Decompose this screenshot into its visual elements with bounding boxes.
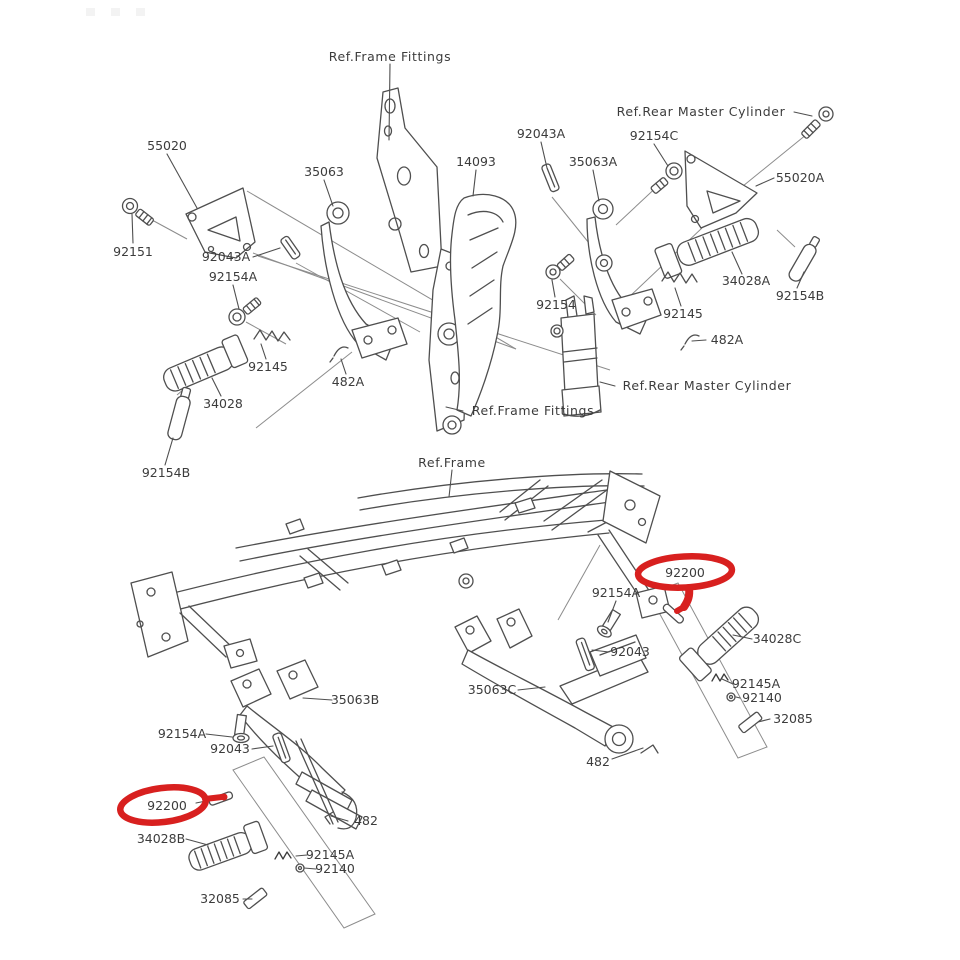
bolt-92154c-drawing [650, 162, 683, 194]
bolt-master-cylinder-drawing [801, 106, 834, 139]
label-92043a-top: 92043A [516, 125, 566, 141]
leader-lines [131, 63, 813, 900]
footpeg-34028a-drawing [654, 217, 760, 279]
label-ref-rear-master-cylinder-top: Ref.Rear Master Cylinder [616, 103, 786, 119]
bar-482-bottomleft-corner [324, 811, 334, 825]
label-92154a-bottomleft: 92154A [157, 725, 207, 741]
highlight-annotations [117, 553, 736, 826]
bolt-92154-drawing [545, 253, 575, 280]
pin-92043a-top-drawing [541, 163, 560, 193]
label-92154c: 92154C [629, 127, 679, 143]
label-92145-left: 92145 [248, 358, 288, 374]
label-482-center: 482 [586, 753, 610, 769]
bracket-35063a-drawing [586, 198, 662, 335]
clip-32085-bottomright-drawing [738, 711, 763, 734]
label-35063a: 35063A [568, 153, 618, 169]
frame-drawing [130, 470, 671, 669]
label-34028c: 34028C [752, 630, 802, 646]
label-35063b: 35063B [330, 691, 380, 707]
label-482a-right: 482A [710, 331, 744, 347]
clip-482a-left-drawing [329, 346, 349, 363]
scan-artifacts [86, 8, 145, 16]
bracket-35063c-drawing [454, 608, 649, 754]
label-92154a-right: 92154A [591, 584, 641, 600]
footpeg-34028-drawing [163, 334, 249, 392]
label-14093: 14093 [456, 153, 496, 169]
label-92154: 92154 [536, 296, 576, 312]
label-35063: 35063 [304, 163, 344, 179]
label-92140-bottomleft: 92140 [315, 860, 355, 876]
bracket-35063-drawing [320, 201, 408, 361]
pin-92154b-left-drawing [167, 386, 192, 441]
pin-92043a-left-drawing [280, 235, 301, 260]
label-92145a-bottomleft: 92145A [305, 846, 355, 862]
label-92154a-left: 92154A [208, 268, 258, 284]
label-55020a: 55020A [775, 169, 825, 185]
bolt-92154a-left-drawing [228, 297, 262, 326]
label-34028: 34028 [203, 395, 243, 411]
bracket-35063b-drawing [230, 659, 363, 830]
label-ref-frame-fittings-mid: Ref.Frame Fittings [471, 402, 595, 418]
frame-fitting-plate-drawing [376, 87, 443, 273]
label-92140-right: 92140 [742, 689, 782, 705]
footpeg-34028c-drawing [678, 606, 760, 682]
label-ref-rear-master-cylinder-mid: Ref.Rear Master Cylinder [622, 377, 792, 393]
highlight-circle-92200-left [117, 784, 228, 826]
heel-guard-55020-drawing [185, 187, 256, 259]
heel-guard-55020a-drawing [684, 150, 758, 229]
label-92151: 92151 [113, 243, 153, 259]
footpeg-34028b-drawing [188, 820, 269, 871]
label-92145-right: 92145 [663, 305, 703, 321]
rear-master-cylinder-drawing [550, 295, 602, 417]
label-92043-bottomleft: 92043 [210, 740, 250, 756]
label-92154b-left: 92154B [141, 464, 191, 480]
label-92043a-left: 92043A [201, 248, 251, 264]
label-32085-bottomleft: 32085 [200, 890, 240, 906]
spring-92145-right-drawing [661, 271, 698, 284]
washer-92140-bottomright-drawing [726, 692, 736, 702]
spring-92145-left-drawing [253, 329, 291, 342]
pin-92043-bottomleft-drawing [272, 732, 291, 764]
label-92200-circled-right: 92200 [665, 564, 705, 580]
screw-92151-drawing [121, 197, 154, 226]
highlight-circle-92200-right [634, 553, 736, 614]
label-34028b: 34028B [136, 830, 186, 846]
clip-32085-bottomleft-drawing [243, 887, 268, 910]
pin-92043-bottomright-drawing [575, 637, 595, 672]
bolt-92154a-bottomleft-drawing [232, 713, 250, 744]
label-55020: 55020 [147, 137, 187, 153]
pin-92154b-right-drawing [788, 235, 821, 282]
spring-92145a-bottomleft-drawing [274, 851, 292, 860]
label-35063c: 35063C [467, 681, 517, 697]
label-482-bottomleft: 482 [354, 812, 378, 828]
label-92145a-right: 92145A [731, 675, 781, 691]
washer-92140-bottomleft-drawing [295, 863, 305, 873]
spring-92145a-bottomright-drawing [711, 673, 729, 682]
label-92043-right: 92043 [610, 643, 650, 659]
label-ref-frame: Ref.Frame [418, 454, 486, 470]
clip-482a-right-drawing [680, 334, 700, 351]
label-32085-right: 32085 [773, 710, 813, 726]
label-ref-frame-fittings-top: Ref.Frame Fittings [328, 48, 452, 64]
label-92200-circled-left: 92200 [147, 797, 187, 813]
bar-482-bottomright-corner [640, 744, 659, 754]
label-92154b-right: 92154B [775, 287, 825, 303]
label-482a-left: 482A [331, 373, 365, 389]
label-34028a: 34028A [721, 272, 771, 288]
guard-14093-drawing [449, 193, 517, 417]
bolt-92154a-bottomright-drawing [596, 608, 621, 638]
